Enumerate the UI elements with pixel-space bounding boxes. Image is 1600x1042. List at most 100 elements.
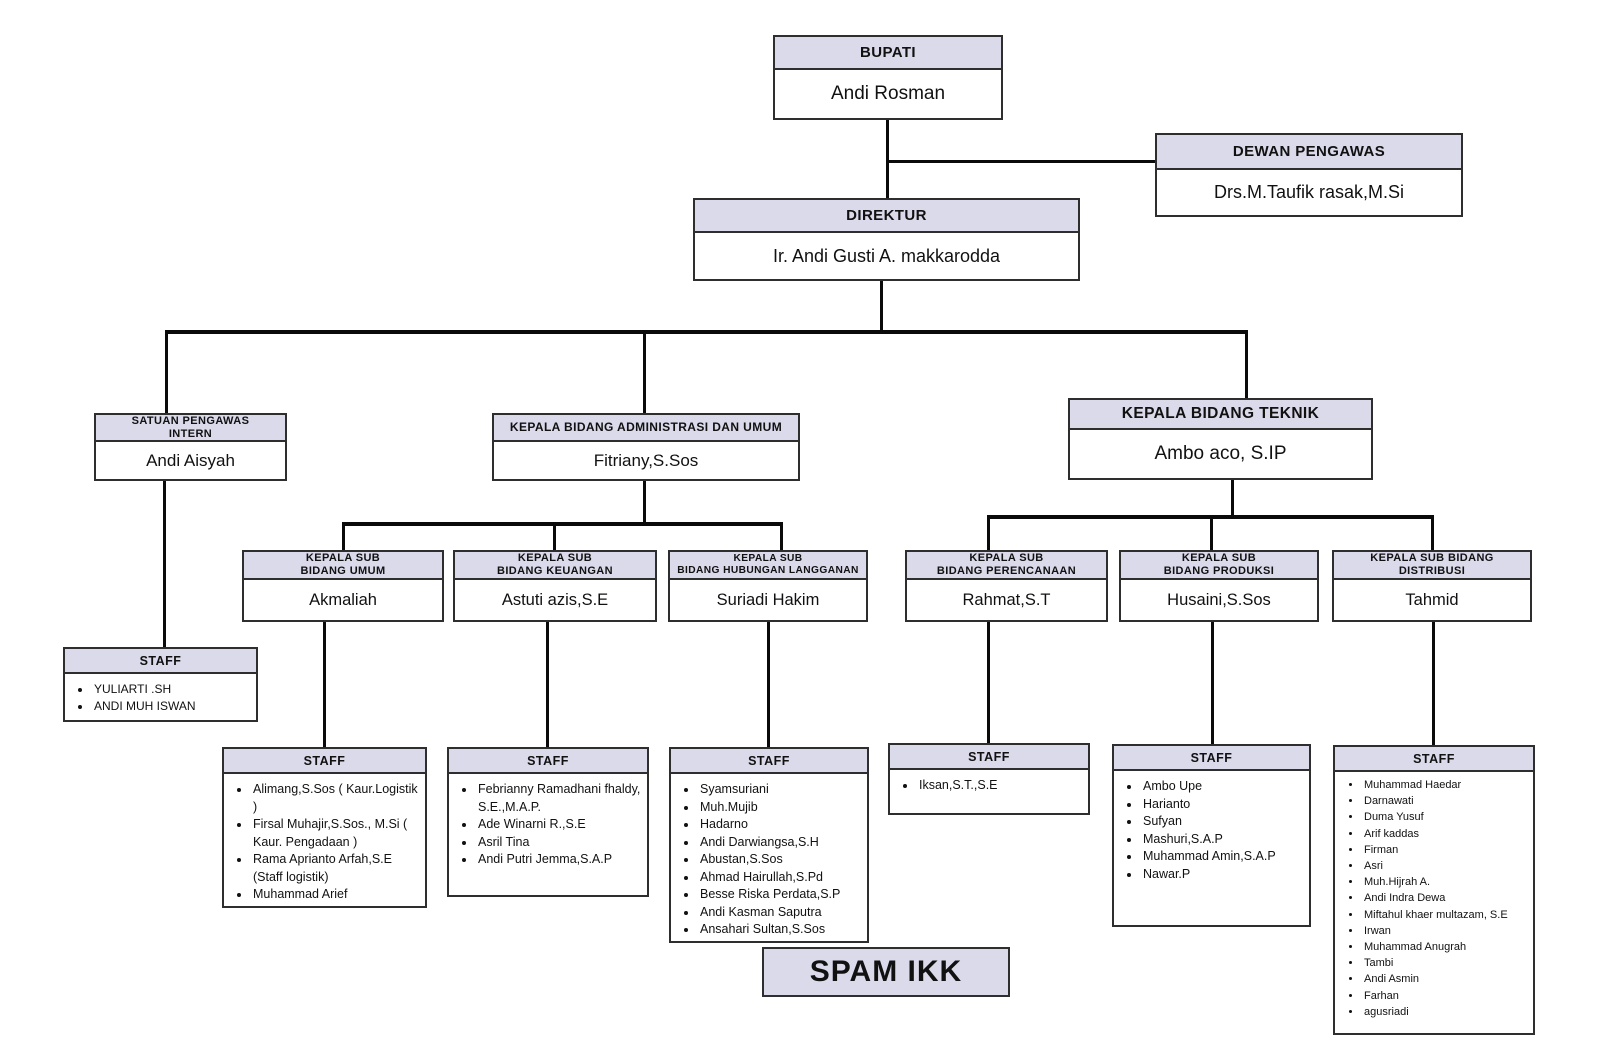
connector-dewan-branch bbox=[886, 160, 1155, 163]
staff-member: Muhammad Haedar bbox=[1362, 777, 1527, 793]
org-box-title: DEWAN PENGAWAS bbox=[1157, 135, 1461, 170]
org-box-kasub-keuangan: KEPALA SUB BIDANG KEUANGAN Astuti azis,S… bbox=[453, 550, 657, 622]
staff-box-perencanaan: STAFF Iksan,S.T.,S.E bbox=[888, 743, 1090, 815]
staff-member: Hadarno bbox=[698, 816, 861, 834]
staff-box-title: STAFF bbox=[1335, 747, 1533, 772]
staff-box-distribusi: STAFF Muhammad HaedarDarnawatiDuma Yusuf… bbox=[1333, 745, 1535, 1035]
staff-box-title: STAFF bbox=[65, 649, 256, 674]
staff-member: Miftahul khaer multazam, S.E bbox=[1362, 907, 1527, 923]
staff-member: Syamsuriani bbox=[698, 781, 861, 799]
chart-title-spam-ikk: SPAM IKK bbox=[762, 947, 1010, 997]
org-box-kasub-produksi: KEPALA SUB BIDANG PRODUKSI Husaini,S.Sos bbox=[1119, 550, 1319, 622]
org-box-person: Rahmat,S.T bbox=[907, 580, 1106, 620]
connector-main-horizontal bbox=[165, 330, 1248, 334]
connector-perencanaan-staff bbox=[987, 622, 990, 743]
staff-member-list: Alimang,S.Sos ( Kaur.Logistik )Firsal Mu… bbox=[224, 781, 419, 904]
connector-drop-adm bbox=[643, 330, 646, 413]
org-box-person: Tahmid bbox=[1334, 580, 1530, 620]
org-box-kabid-administrasi-umum: KEPALA BIDANG ADMINISTRASI DAN UMUM Fitr… bbox=[492, 413, 800, 481]
connector-distribusi-staff bbox=[1432, 622, 1435, 745]
staff-box-intern: STAFF YULIARTI .SHANDI MUH ISWAN bbox=[63, 647, 258, 722]
org-box-person: Ambo aco, S.IP bbox=[1070, 430, 1371, 478]
staff-member-list: Muhammad HaedarDarnawatiDuma YusufArif k… bbox=[1335, 777, 1527, 1020]
staff-member: Febrianny Ramadhani fhaldy, S.E.,M.A.P. bbox=[476, 781, 641, 816]
org-box-title: KEPALA SUB BIDANG DISTRIBUSI bbox=[1334, 552, 1530, 580]
org-box-kabid-teknik: KEPALA BIDANG TEKNIK Ambo aco, S.IP bbox=[1068, 398, 1373, 480]
connector-keuangan-staff bbox=[546, 622, 549, 747]
org-box-title: SATUAN PENGAWAS INTERN bbox=[96, 415, 285, 442]
org-box-bupati: BUPATI Andi Rosman bbox=[773, 35, 1003, 120]
org-box-person: Ir. Andi Gusti A. makkarodda bbox=[695, 233, 1078, 279]
staff-member: Mashuri,S.A.P bbox=[1141, 831, 1303, 849]
staff-member: Rama Aprianto Arfah,S.E (Staff logistik) bbox=[251, 851, 419, 886]
staff-member: Muh.Mujib bbox=[698, 799, 861, 817]
staff-member: Muh.Hijrah A. bbox=[1362, 874, 1527, 890]
staff-member: Muhammad Anugrah bbox=[1362, 939, 1527, 955]
staff-member: Harianto bbox=[1141, 796, 1303, 814]
connector-drop-spi bbox=[165, 330, 168, 413]
staff-member: agusriadi bbox=[1362, 1004, 1527, 1020]
staff-member: Muhammad Amin,S.A.P bbox=[1141, 848, 1303, 866]
org-box-person: Andi Rosman bbox=[775, 70, 1001, 118]
staff-member: Firman bbox=[1362, 842, 1527, 858]
org-box-title: BUPATI bbox=[775, 37, 1001, 70]
staff-member: Duma Yusuf bbox=[1362, 809, 1527, 825]
staff-member: Asril Tina bbox=[476, 834, 641, 852]
org-box-person: Fitriany,S.Sos bbox=[494, 442, 798, 479]
org-box-kasub-perencanaan: KEPALA SUB BIDANG PERENCANAAN Rahmat,S.T bbox=[905, 550, 1108, 622]
staff-member: Andi Darwiangsa,S.H bbox=[698, 834, 861, 852]
staff-member-list: SyamsurianiMuh.MujibHadarnoAndi Darwiang… bbox=[671, 781, 861, 939]
org-box-title: KEPALA SUB BIDANG HUBUNGAN LANGGANAN bbox=[670, 552, 866, 580]
org-box-person: Akmaliah bbox=[244, 580, 442, 620]
staff-member: YULIARTI .SH bbox=[92, 681, 250, 698]
org-box-dewan-pengawas: DEWAN PENGAWAS Drs.M.Taufik rasak,M.Si bbox=[1155, 133, 1463, 217]
org-box-title: KEPALA SUB BIDANG UMUM bbox=[244, 552, 442, 580]
connector-drop-distribusi bbox=[1431, 515, 1434, 550]
org-box-title: KEPALA SUB BIDANG PRODUKSI bbox=[1121, 552, 1317, 580]
connector-adm-horizontal bbox=[342, 522, 783, 526]
staff-member: Nawar.P bbox=[1141, 866, 1303, 884]
connector-drop-keuangan bbox=[553, 522, 556, 550]
connector-hubungan-staff bbox=[767, 622, 770, 747]
org-box-title: DIREKTUR bbox=[695, 200, 1078, 233]
connector-direktur-down bbox=[880, 281, 883, 332]
staff-member: Ade Winarni R.,S.E bbox=[476, 816, 641, 834]
staff-member: Tambi bbox=[1362, 955, 1527, 971]
staff-member: Irwan bbox=[1362, 923, 1527, 939]
staff-member: ANDI MUH ISWAN bbox=[92, 698, 250, 715]
staff-member: Andi Asmin bbox=[1362, 971, 1527, 987]
staff-box-title: STAFF bbox=[224, 749, 425, 774]
staff-box-title: STAFF bbox=[449, 749, 647, 774]
staff-member-list: Febrianny Ramadhani fhaldy, S.E.,M.A.P.A… bbox=[449, 781, 641, 869]
staff-member: Sufyan bbox=[1141, 813, 1303, 831]
connector-drop-produksi bbox=[1210, 515, 1213, 550]
connector-teknik-down bbox=[1231, 480, 1234, 518]
staff-member: Ansahari Sultan,S.Sos bbox=[698, 921, 861, 939]
staff-member: Firsal Muhajir,S.Sos., M.Si ( Kaur. Peng… bbox=[251, 816, 419, 851]
connector-adm-down bbox=[643, 481, 646, 525]
staff-member: Ambo Upe bbox=[1141, 778, 1303, 796]
org-box-title: KEPALA BIDANG TEKNIK bbox=[1070, 400, 1371, 430]
staff-box-title: STAFF bbox=[1114, 746, 1309, 771]
org-box-title: KEPALA SUB BIDANG PERENCANAAN bbox=[907, 552, 1106, 580]
org-box-kasub-umum: KEPALA SUB BIDANG UMUM Akmaliah bbox=[242, 550, 444, 622]
staff-member: Farhan bbox=[1362, 988, 1527, 1004]
staff-member: Muhammad Arief bbox=[251, 886, 419, 904]
staff-member: Alimang,S.Sos ( Kaur.Logistik ) bbox=[251, 781, 419, 816]
connector-drop-hubungan bbox=[780, 522, 783, 550]
staff-box-produksi: STAFF Ambo UpeHariantoSufyanMashuri,S.A.… bbox=[1112, 744, 1311, 927]
org-box-person: Astuti azis,S.E bbox=[455, 580, 655, 620]
staff-member-list: YULIARTI .SHANDI MUH ISWAN bbox=[65, 681, 250, 715]
org-box-person: Suriadi Hakim bbox=[670, 580, 866, 620]
org-box-kasub-distribusi: KEPALA SUB BIDANG DISTRIBUSI Tahmid bbox=[1332, 550, 1532, 622]
org-box-person: Drs.M.Taufik rasak,M.Si bbox=[1157, 170, 1461, 215]
org-box-title: KEPALA BIDANG ADMINISTRASI DAN UMUM bbox=[494, 415, 798, 442]
connector-umum-staff bbox=[323, 622, 326, 747]
staff-member-list: Iksan,S.T.,S.E bbox=[890, 777, 1082, 795]
staff-box-title: STAFF bbox=[890, 745, 1088, 770]
staff-member: Andi Indra Dewa bbox=[1362, 890, 1527, 906]
staff-member: Iksan,S.T.,S.E bbox=[917, 777, 1082, 795]
staff-box-title: STAFF bbox=[671, 749, 867, 774]
connector-spi-staff bbox=[163, 481, 166, 647]
